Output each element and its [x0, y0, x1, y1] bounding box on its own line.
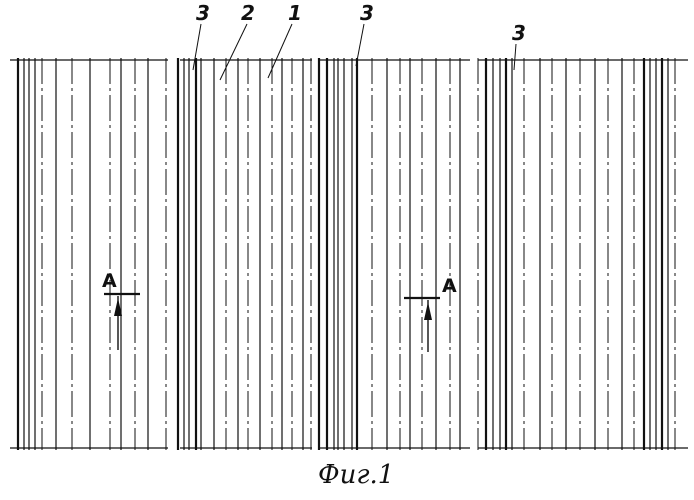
callout-leader-lines — [193, 24, 516, 80]
leader-line — [220, 24, 247, 80]
callout-label-3-left: 3 — [196, 3, 210, 23]
leader-line — [514, 44, 516, 70]
callout-label-2: 2 — [241, 3, 255, 23]
leader-line — [268, 24, 292, 78]
section-arrow — [424, 302, 432, 320]
section-mark-label-right: A — [442, 277, 457, 296]
callout-label-3-center: 3 — [360, 3, 374, 23]
callout-label-3-right: 3 — [512, 23, 526, 43]
callout-label-1: 1 — [288, 3, 302, 23]
section-mark-label-left: A — [102, 272, 117, 291]
figure-caption: Фиг.1 — [318, 462, 394, 488]
panel-vertical-lines — [18, 58, 675, 450]
panel-frame-lines — [10, 60, 688, 448]
